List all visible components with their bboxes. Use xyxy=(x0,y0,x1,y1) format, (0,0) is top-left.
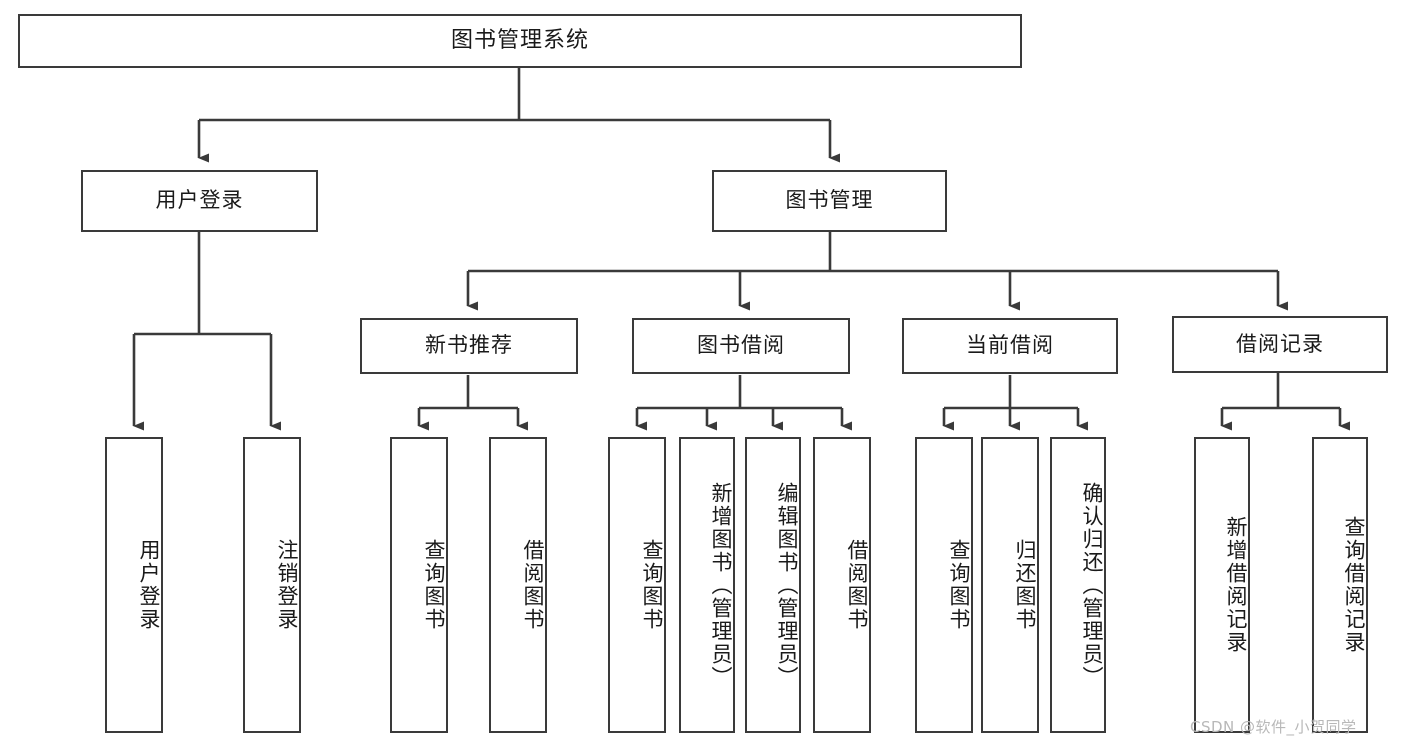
node-root-system[interactable]: 图书管理系统 xyxy=(18,14,1022,68)
node-label: 借阅图书 xyxy=(845,539,869,631)
node-leaf-query-record[interactable]: 查询借阅记录 xyxy=(1312,437,1368,733)
node-label: 查询图书 xyxy=(640,539,664,631)
node-leaf-return-book[interactable]: 归还图书 xyxy=(981,437,1039,733)
node-leaf-edit-book[interactable]: 编辑图书（管理员） xyxy=(745,437,801,733)
node-book-borrow[interactable]: 图书借阅 xyxy=(632,318,850,374)
node-label: 查询图书 xyxy=(947,539,971,631)
node-leaf-user-login[interactable]: 用户登录 xyxy=(105,437,163,733)
node-leaf-add-book[interactable]: 新增图书（管理员） xyxy=(679,437,735,733)
node-new-book-recommend[interactable]: 新书推荐 xyxy=(360,318,578,374)
node-label: 确认归还（管理员） xyxy=(1080,481,1104,689)
node-leaf-query-book-3[interactable]: 查询图书 xyxy=(915,437,973,733)
node-label: 新书推荐 xyxy=(425,333,513,358)
node-label: 用户登录 xyxy=(137,539,161,631)
node-label: 借阅图书 xyxy=(521,539,545,631)
node-label: 查询借阅记录 xyxy=(1342,516,1366,654)
node-label: 当前借阅 xyxy=(966,333,1054,358)
node-label: 图书管理系统 xyxy=(450,27,589,53)
node-label: 注销登录 xyxy=(275,539,299,631)
node-label: 图书借阅 xyxy=(697,333,785,358)
node-label: 借阅记录 xyxy=(1236,331,1324,356)
node-leaf-logout-login[interactable]: 注销登录 xyxy=(243,437,301,733)
node-label: 编辑图书（管理员） xyxy=(775,481,799,689)
node-label: 新增借阅记录 xyxy=(1224,516,1248,654)
csdn-watermark: CSDN @软件_小贺同学 xyxy=(1190,718,1357,736)
node-label: 归还图书 xyxy=(1013,539,1037,631)
node-current-borrow[interactable]: 当前借阅 xyxy=(902,318,1118,374)
node-label: 新增图书（管理员） xyxy=(709,481,733,689)
node-label: 图书管理 xyxy=(785,188,874,213)
node-borrow-record[interactable]: 借阅记录 xyxy=(1172,316,1388,373)
node-leaf-borrow-book-1[interactable]: 借阅图书 xyxy=(489,437,547,733)
node-book-management[interactable]: 图书管理 xyxy=(712,170,947,232)
node-leaf-confirm-return[interactable]: 确认归还（管理员） xyxy=(1050,437,1106,733)
node-label: 查询图书 xyxy=(422,539,446,631)
node-user-login[interactable]: 用户登录 xyxy=(81,170,318,232)
node-leaf-borrow-book-2[interactable]: 借阅图书 xyxy=(813,437,871,733)
node-leaf-add-record[interactable]: 新增借阅记录 xyxy=(1194,437,1250,733)
node-leaf-query-book-2[interactable]: 查询图书 xyxy=(608,437,666,733)
node-leaf-query-book-1[interactable]: 查询图书 xyxy=(390,437,448,733)
node-label: 用户登录 xyxy=(155,188,244,213)
